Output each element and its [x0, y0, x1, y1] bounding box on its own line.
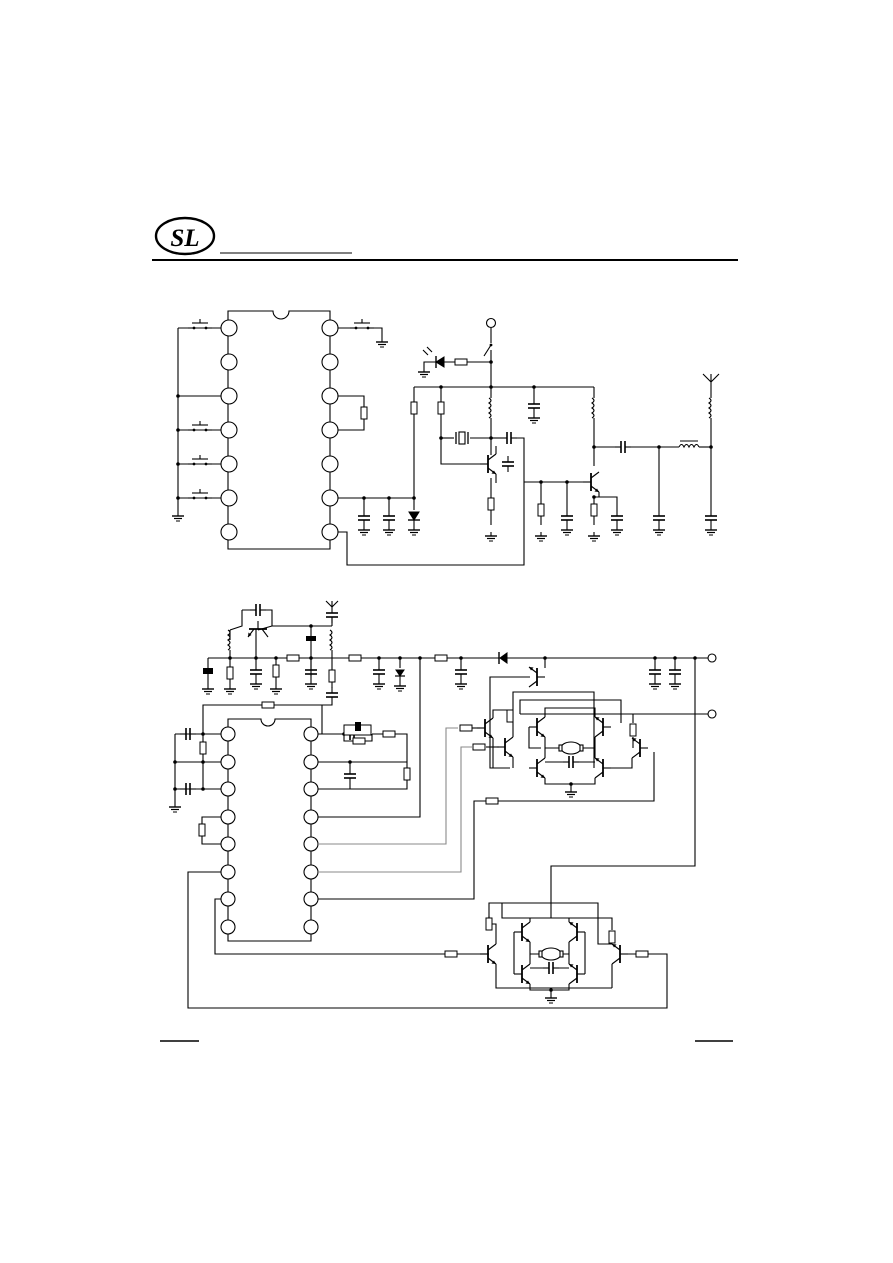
transmitter-oscillator	[437, 387, 541, 542]
switch-icon	[483, 343, 493, 357]
ground-icon	[201, 684, 215, 695]
sl-logo-icon: SL	[154, 216, 216, 256]
ground-icon	[648, 679, 662, 690]
ground-icon	[171, 511, 185, 522]
ground-icon	[393, 681, 407, 692]
ground-icon	[269, 684, 283, 695]
antenna-icon	[702, 373, 720, 383]
ground-icon	[168, 802, 182, 813]
ground-icon	[704, 525, 718, 536]
ground-icon	[587, 531, 601, 542]
crystal-icon	[455, 431, 469, 445]
ground-icon	[417, 367, 431, 378]
ground-icon	[668, 679, 682, 690]
ground-icon	[534, 531, 548, 542]
ground-icon	[544, 993, 558, 1004]
header: SL	[152, 216, 738, 261]
receiver-ic-right	[318, 722, 655, 900]
motor-driver-2	[479, 658, 696, 1004]
ground-icon	[407, 525, 421, 536]
ground-icon	[610, 525, 624, 536]
ground-icon	[304, 679, 318, 690]
ground-icon	[454, 679, 468, 690]
output-inductor	[678, 440, 700, 449]
ground-icon	[560, 525, 574, 536]
transmitter-supply	[410, 317, 594, 498]
transmitter-amplifier	[524, 373, 720, 542]
ground-icon	[372, 679, 386, 690]
motor-icon	[538, 947, 564, 961]
ground-icon	[527, 413, 541, 424]
ground-icon	[375, 337, 389, 348]
ground-icon	[357, 525, 371, 536]
ground-icon	[249, 679, 263, 690]
ground-icon	[484, 531, 498, 542]
logo-text: SL	[170, 225, 199, 252]
transmitter-ic-right	[338, 318, 525, 566]
transmitter-schematic	[171, 310, 720, 566]
inductor	[488, 397, 492, 419]
receiver-rf-front-end	[201, 600, 717, 818]
ground-icon	[223, 684, 237, 695]
crystal-icon	[343, 722, 372, 736]
receiver-ic-left	[168, 727, 668, 1009]
antenna-icon	[325, 600, 339, 608]
transmitter-buttons	[171, 318, 221, 522]
ground-icon	[652, 525, 666, 536]
transmitter-ic	[220, 310, 339, 550]
receiver-schematic	[168, 600, 717, 1009]
receiver-ic	[220, 718, 319, 942]
ground-icon	[564, 787, 578, 798]
motor-driver-1	[472, 658, 717, 798]
led-icon	[422, 346, 445, 368]
ground-icon	[382, 525, 396, 536]
motor-icon	[558, 741, 584, 755]
